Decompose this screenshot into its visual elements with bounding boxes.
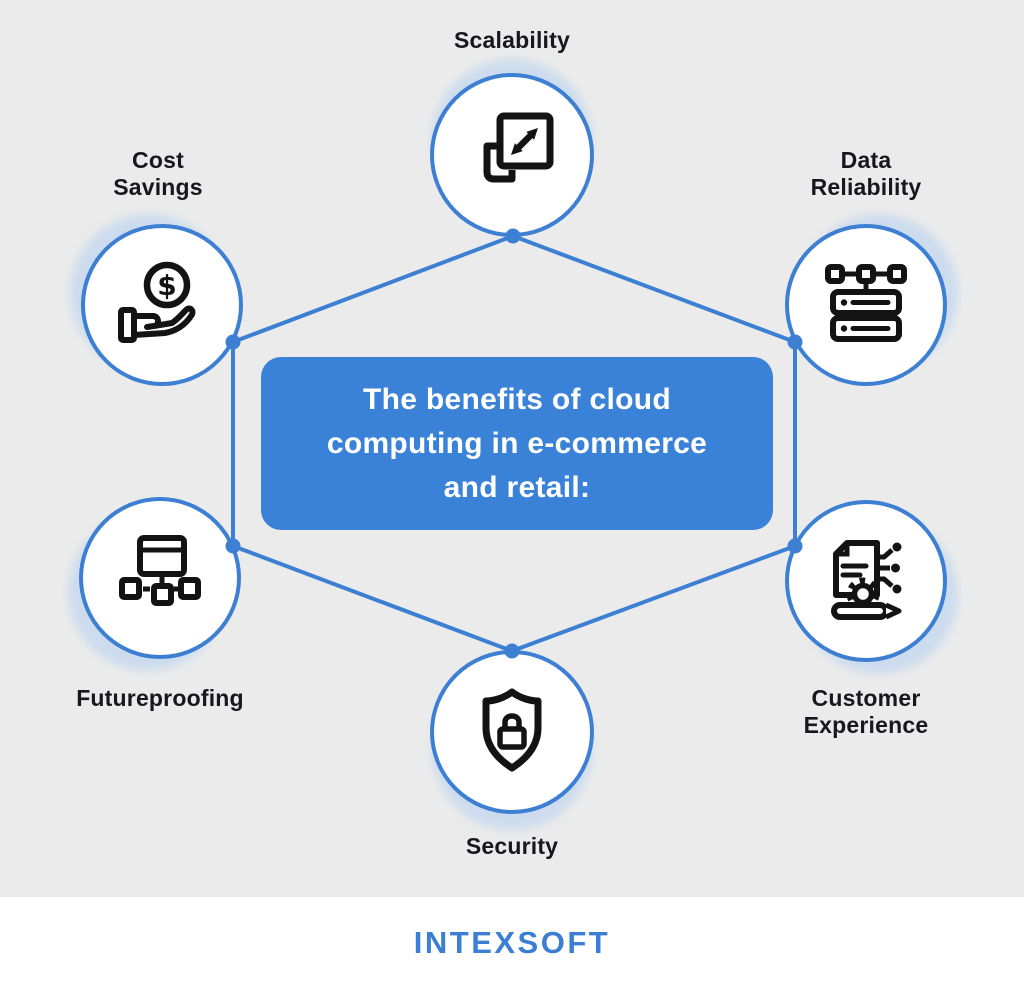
scale-expand-icon <box>483 112 554 183</box>
node-data-reliability <box>785 224 947 386</box>
intexsoft-logo: INTEXSOFT <box>413 925 611 960</box>
shield-lock-icon <box>482 688 542 772</box>
hand-coin-icon: $ <box>118 261 196 343</box>
node-scalability <box>430 73 594 237</box>
label-cost-savings: Cost Savings <box>113 147 203 201</box>
document-gear-icon <box>831 540 902 620</box>
title-box: The benefits of cloud computing in e-com… <box>261 357 773 530</box>
sitemap-icon <box>119 535 201 606</box>
title-line-2: computing in e-commerce <box>326 426 708 460</box>
label-security: Security <box>465 833 559 859</box>
label-data-reliability: Data Reliability <box>810 147 922 201</box>
node-cost-savings: $ <box>81 224 243 386</box>
dollar-symbol: $ <box>157 269 176 302</box>
footer-bar: INTEXSOFT <box>0 897 1024 989</box>
label-customer-experience: Customer Experience <box>803 685 929 739</box>
node-futureproofing <box>79 497 241 659</box>
label-scalability: Scalability <box>454 27 570 53</box>
node-security <box>430 650 594 814</box>
node-customer-experience <box>785 500 947 662</box>
title-line-3: and retail: <box>443 470 591 504</box>
label-futureproofing: Futureproofing <box>76 685 244 711</box>
title-line-1: The benefits of cloud <box>363 382 671 416</box>
server-network-icon <box>825 264 907 342</box>
